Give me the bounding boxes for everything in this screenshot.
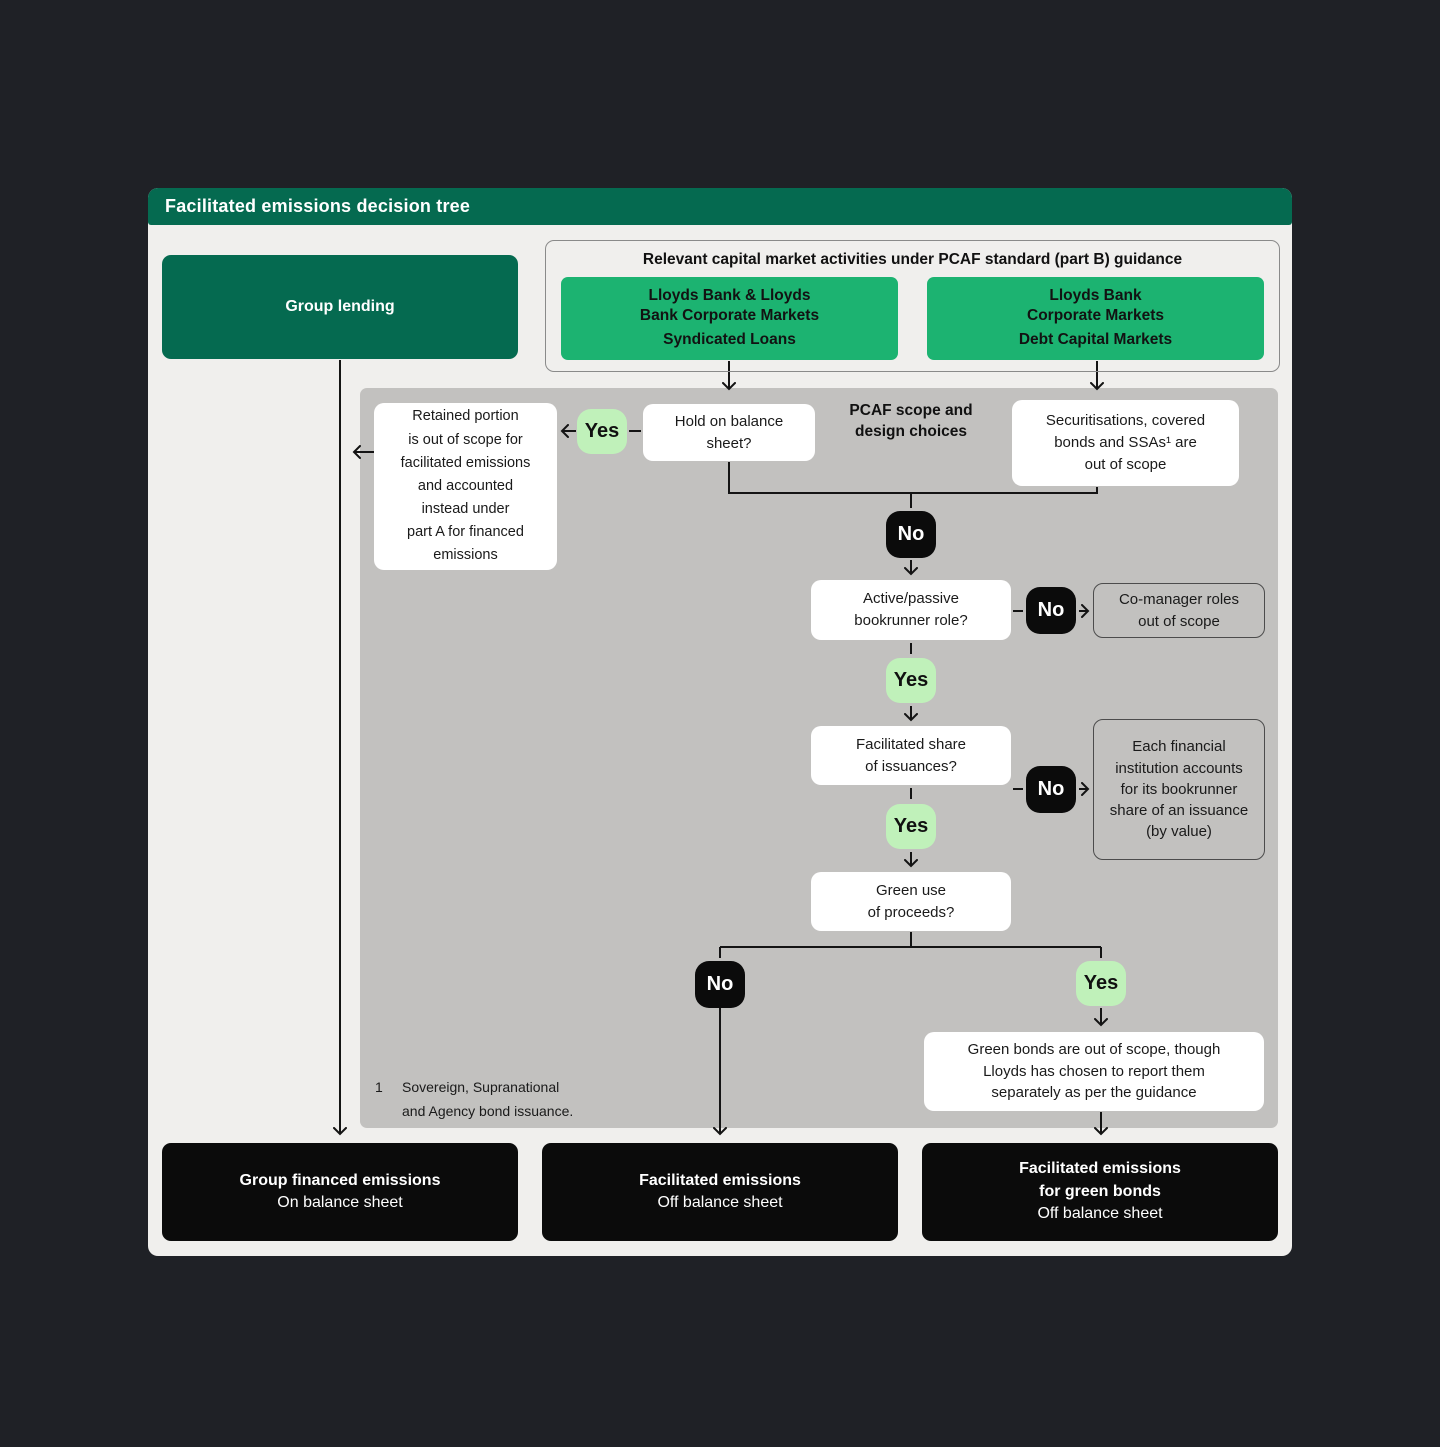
group-lending-label: Group lending	[285, 298, 395, 315]
yes-badge-bookrunner: Yes	[886, 658, 936, 703]
hold-question-box: Hold on balance sheet?	[643, 404, 815, 461]
outcome-title: Group financed emissions	[239, 1171, 441, 1189]
activity-label: Syndicated Loans	[663, 331, 796, 348]
each-fi-note: Each financial institution accounts for …	[1093, 719, 1265, 860]
bookrunner-question-box: Active/passive bookrunner role?	[811, 580, 1011, 640]
group-lending-box: Group lending	[162, 255, 518, 359]
outcome-box-group-financed: Group financed emissions On balance shee…	[162, 1143, 518, 1241]
share-question-box: Facilitated share of issuances?	[811, 726, 1011, 785]
no-badge-share: No	[1026, 766, 1076, 813]
yes-badge-green-use: Yes	[1076, 961, 1126, 1006]
outcome-subtitle: On balance sheet	[277, 1194, 403, 1211]
securitisations-note: Securitisations, covered bonds and SSAs¹…	[1012, 400, 1239, 486]
no-badge-bookrunner: No	[1026, 587, 1076, 634]
no-badge-green-use: No	[695, 961, 745, 1008]
outcome-subtitle: Off balance sheet	[657, 1194, 783, 1211]
outcome-box-facilitated: Facilitated emissions Off balance sheet	[542, 1143, 898, 1241]
retained-portion-note: Retained portion is out of scope for fac…	[374, 403, 557, 570]
entity-label: Lloyds Bank & Lloyds Bank Corporate Mark…	[639, 287, 820, 325]
capital-activity-card-debt-capital-markets: Lloyds Bank Corporate Markets Debt Capit…	[927, 277, 1264, 360]
outcome-title: Facilitated emissions	[639, 1171, 801, 1189]
capital-activity-card-syndicated-loans: Lloyds Bank & Lloyds Bank Corporate Mark…	[561, 277, 898, 360]
footnote-text: Sovereign, Supranational and Agency bond…	[402, 1079, 574, 1119]
capital-activities-title: Relevant capital market activities under…	[642, 251, 1183, 268]
yes-badge-share: Yes	[886, 804, 936, 849]
outcome-title: Facilitated emissions for green bonds	[1019, 1160, 1181, 1200]
no-badge-scope: No	[886, 511, 936, 558]
entity-label: Lloyds Bank Corporate Markets	[1027, 287, 1164, 325]
figure-title: Facilitated emissions decision tree	[165, 196, 471, 216]
footnote-marker: 1	[375, 1079, 383, 1095]
footnote: 1 Sovereign, Supranational and Agency bo…	[375, 1076, 573, 1124]
outcome-box-green-bonds: Facilitated emissions for green bonds Of…	[922, 1143, 1278, 1241]
green-use-question-box: Green use of proceeds?	[811, 872, 1011, 931]
yes-badge-hold: Yes	[577, 409, 627, 454]
pcaf-scope-label: PCAF scope and design choices	[849, 402, 973, 440]
figure-title-bar: Facilitated emissions decision tree	[148, 188, 1292, 225]
activity-label: Debt Capital Markets	[1018, 331, 1173, 348]
co-manager-note: Co-manager roles out of scope	[1093, 583, 1265, 638]
outcome-subtitle: Off balance sheet	[1037, 1205, 1163, 1223]
green-bonds-note: Green bonds are out of scope, though Llo…	[924, 1032, 1264, 1111]
capital-activities-container	[545, 240, 1280, 372]
